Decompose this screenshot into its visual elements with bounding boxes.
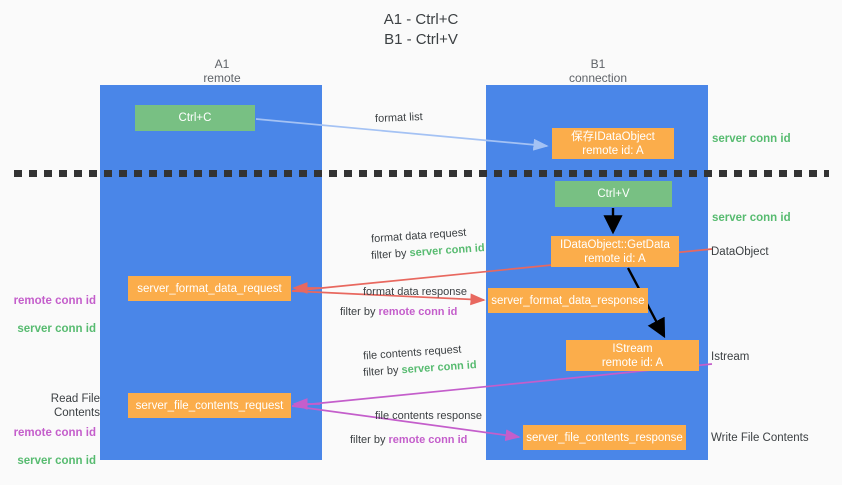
- node-server-format-data-request[interactable]: server_format_data_request: [128, 276, 291, 301]
- filter-key: remote conn id: [388, 434, 468, 446]
- label-server-conn-id-top: server conn id: [712, 133, 791, 145]
- label-write-file-contents: Write File Contents: [711, 432, 809, 444]
- label-dataobject: DataObject: [711, 246, 769, 258]
- filter-prefix: filter by: [350, 434, 389, 446]
- column-header-b1: B1 connection: [568, 57, 628, 85]
- node-server-file-contents-response[interactable]: server_file_contents_response: [523, 425, 686, 450]
- node-ctrl-c[interactable]: Ctrl+C: [135, 105, 255, 131]
- node-ctrl-v[interactable]: Ctrl+V: [555, 181, 672, 207]
- filter-prefix: filter by: [370, 247, 410, 262]
- edge-label-format-list: format list: [374, 110, 423, 126]
- label-istream: Istream: [711, 351, 750, 363]
- label-server-conn-id-second: server conn id: [712, 212, 791, 224]
- label-left-conn-ids-top: remote conn id server conn id: [8, 280, 96, 336]
- divider-dashed-line: [14, 170, 829, 177]
- filter-key: server conn id: [401, 359, 477, 377]
- filter-key: server conn id: [409, 242, 485, 260]
- node-idataobject-getdata[interactable]: IDataObject::GetData remote id: A: [551, 236, 679, 267]
- column-header-a1: A1 remote: [203, 57, 241, 85]
- node-server-file-contents-request[interactable]: server_file_contents_request: [128, 393, 291, 418]
- edge-label-file-contents-response-filter: filter by remote conn id: [350, 433, 467, 447]
- filter-prefix: filter by: [340, 306, 379, 318]
- label-server-conn-id-left-top: server conn id: [17, 323, 96, 335]
- label-left-conn-ids-bottom: remote conn id server conn id: [8, 412, 96, 468]
- edge-label-format-data-response-filter: filter by remote conn id: [340, 305, 457, 319]
- node-idataobject[interactable]: 保存IDataObject remote id: A: [552, 128, 674, 159]
- node-server-format-data-response[interactable]: server_format_data_response: [488, 288, 648, 313]
- edge-label-file-contents-response: file contents response: [375, 410, 483, 422]
- label-server-conn-id-left-bottom: server conn id: [17, 455, 96, 467]
- edge-label-format-data-response: format data response: [363, 286, 467, 298]
- node-istream[interactable]: IStream remote id: A: [566, 340, 699, 371]
- label-remote-conn-id-top: remote conn id: [13, 295, 96, 307]
- diagram-title: A1 - Ctrl+C B1 - Ctrl+V: [383, 11, 459, 48]
- filter-key: remote conn id: [378, 306, 458, 318]
- label-read-file-contents: Read File Contents: [50, 393, 100, 419]
- filter-prefix: filter by: [362, 364, 402, 379]
- label-remote-conn-id-bottom: remote conn id: [13, 427, 96, 439]
